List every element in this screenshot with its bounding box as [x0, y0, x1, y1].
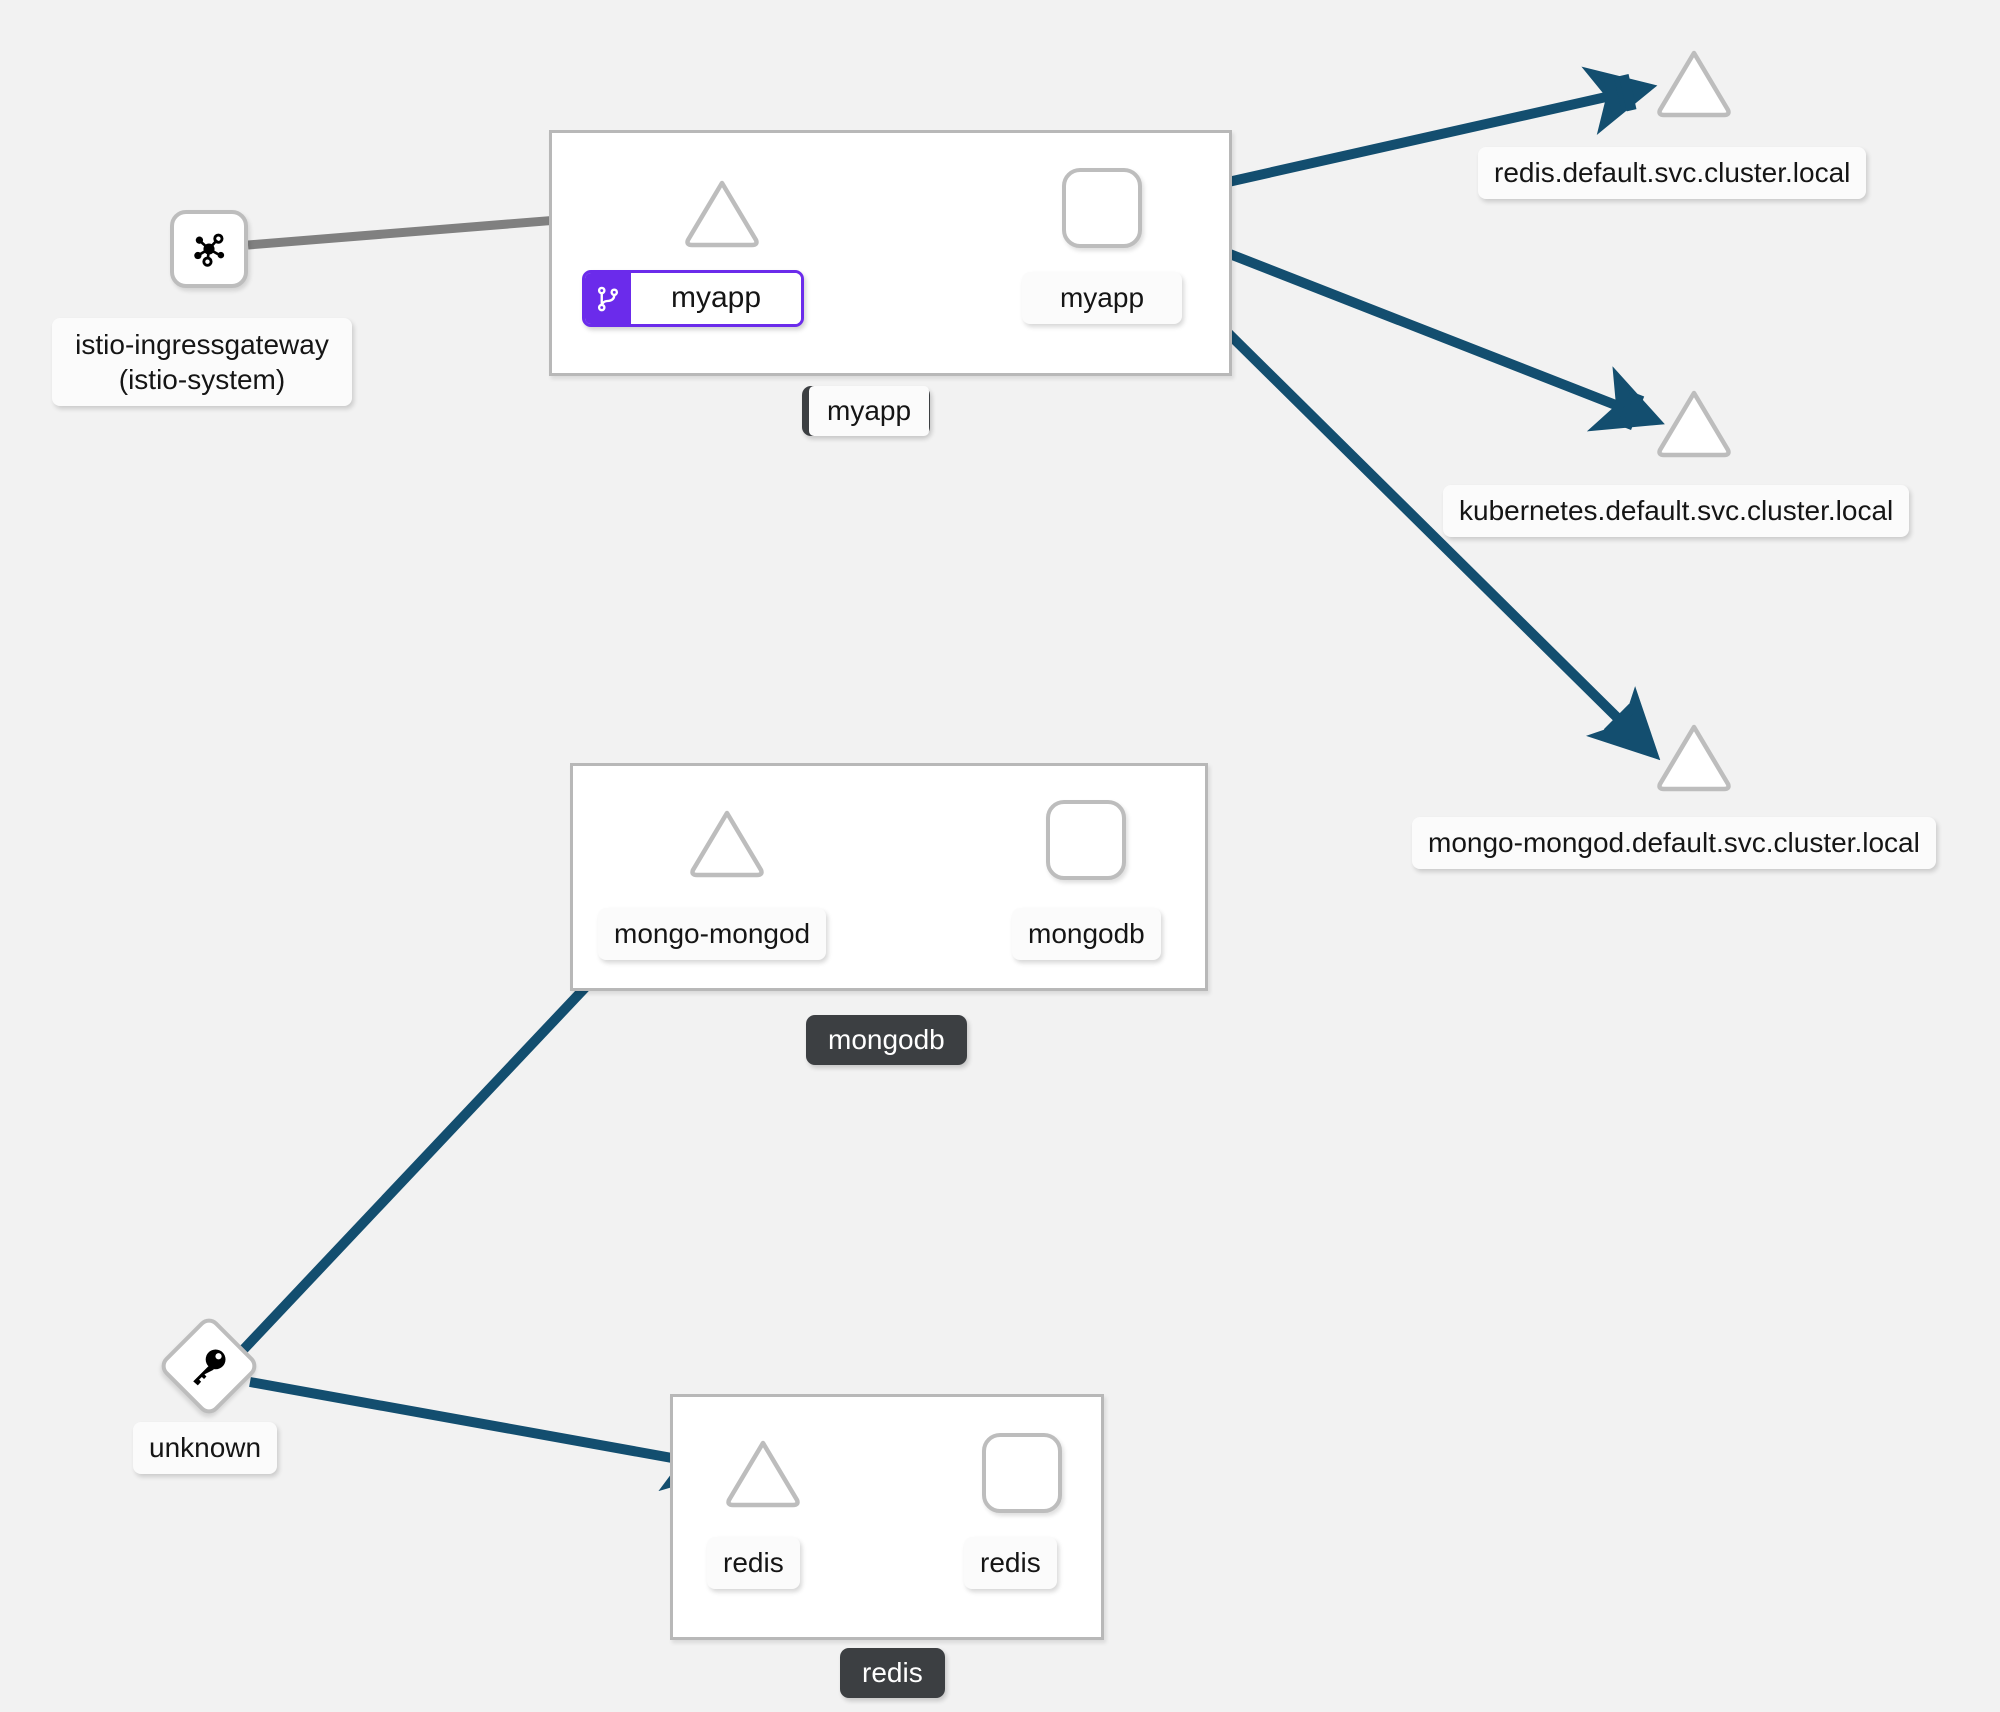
mtls-lock-badge [1603, 703, 1647, 747]
service-triangle-shape[interactable] [1655, 388, 1733, 458]
label-redis-app: redis [964, 1537, 1057, 1590]
node-istio-ingressgateway[interactable] [170, 210, 248, 288]
namespace-pill-redis[interactable]: redis [840, 1648, 945, 1698]
node-myapp-service[interactable] [683, 178, 761, 248]
label-istio-ingressgateway-line1: istio-ingressgateway [75, 329, 329, 360]
namespace-box-redis[interactable] [670, 1394, 1104, 1640]
mtls-lock-badge [1604, 74, 1637, 115]
service-triangle-shape[interactable] [688, 808, 766, 878]
label-myapp-app: myapp [1022, 272, 1182, 325]
service-triangle-shape[interactable] [1655, 722, 1733, 792]
label-myapp-service: myapp [582, 270, 805, 327]
node-mongodb-app[interactable] [1046, 800, 1126, 880]
node-redis-external[interactable] [1655, 48, 1733, 118]
key-icon [193, 1349, 226, 1386]
edge-unknown-to-redis-service[interactable] [249, 1377, 734, 1492]
ingressgateway-shape[interactable] [170, 210, 248, 288]
label-unknown: unknown [133, 1422, 278, 1475]
label-istio-ingressgateway: istio-ingressgateway (istio-system) [52, 318, 352, 406]
node-redis-app[interactable] [982, 1433, 1062, 1513]
node-myapp-app[interactable] [1062, 168, 1142, 248]
node-unknown[interactable] [156, 1313, 262, 1419]
unknown-diamond-shape[interactable] [156, 1313, 262, 1419]
node-kubernetes-external[interactable] [1655, 388, 1733, 458]
label-mongodb-app: mongodb [1012, 908, 1161, 961]
node-mongo-mongod-service[interactable] [688, 808, 766, 878]
node-mongo-external[interactable] [1655, 722, 1733, 792]
service-triangle-shape[interactable] [1655, 48, 1733, 118]
istio-mesh-icon [194, 233, 225, 267]
label-istio-ingressgateway-line2: (istio-system) [118, 364, 286, 395]
mtls-lock-badge [1607, 387, 1645, 431]
git-branch-icon [597, 286, 619, 311]
versioned-app-badge [585, 273, 631, 324]
node-redis-service[interactable] [724, 1438, 802, 1508]
service-triangle-shape[interactable] [683, 178, 761, 248]
label-myapp-service-text: myapp [631, 273, 802, 324]
label-redis-external: redis.default.svc.cluster.local [1478, 147, 1867, 200]
label-kubernetes-external: kubernetes.default.svc.cluster.local [1443, 485, 1910, 538]
unknown-icon-wrap [187, 1344, 231, 1388]
namespace-pill-mongodb[interactable]: mongodb [806, 1015, 967, 1065]
namespace-box-myapp[interactable] [549, 130, 1232, 376]
namespace-pill-myapp-label: myapp [809, 386, 930, 436]
service-triangle-shape[interactable] [724, 1438, 802, 1508]
label-mongo-external: mongo-mongod.default.svc.cluster.local [1412, 817, 1936, 870]
label-mongo-mongod-service: mongo-mongod [598, 908, 827, 961]
label-redis-service: redis [707, 1537, 800, 1590]
